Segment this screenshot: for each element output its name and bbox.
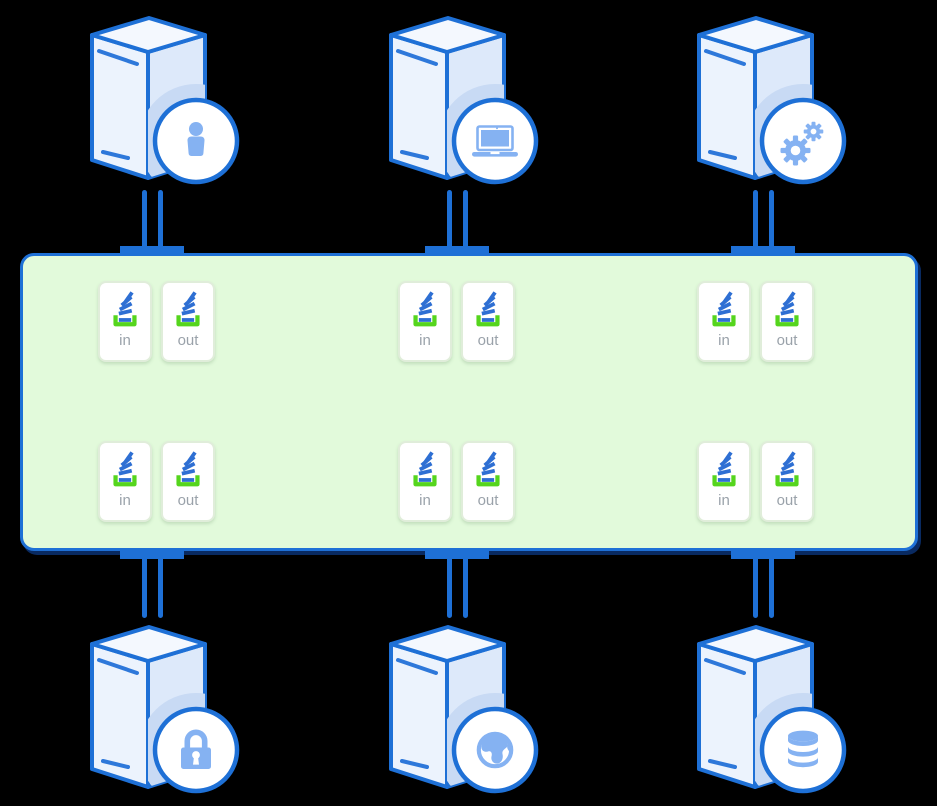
stack-icon (476, 291, 500, 327)
connector-line (769, 190, 774, 248)
queue-group-top-left: in out (98, 281, 215, 362)
database-icon (788, 730, 818, 768)
queue-group-bottom-left: in out (98, 441, 215, 522)
connector-line (158, 190, 163, 248)
queue-card-out: out (161, 281, 215, 362)
connector-line (753, 190, 758, 248)
connector-line (142, 190, 147, 248)
queue-card-label: out (177, 332, 199, 349)
stack-icon (113, 451, 137, 487)
queue-card-in: in (98, 281, 152, 362)
queue-card-out: out (461, 441, 515, 522)
user-icon (187, 122, 205, 156)
stack-icon (775, 291, 799, 327)
bus-tap-top-right (731, 246, 795, 256)
stack-icon (712, 291, 736, 327)
queue-card-label: in (718, 332, 730, 349)
gears-icon (780, 121, 824, 166)
stack-icon (712, 451, 736, 487)
stack-icon (476, 451, 500, 487)
queue-group-bottom-right: in out (697, 441, 814, 522)
badge-circle (759, 706, 847, 794)
queue-card-out: out (760, 281, 814, 362)
laptop-icon (472, 125, 518, 157)
server-top-left (90, 16, 240, 185)
connector-line (158, 558, 163, 618)
queue-card-label: in (718, 492, 730, 509)
bus-tap-top-center (425, 246, 489, 256)
queue-card-out: out (461, 281, 515, 362)
queue-card-label: out (477, 332, 499, 349)
queue-card-out: out (161, 441, 215, 522)
queue-card-label: out (776, 332, 798, 349)
queue-group-bottom-center: in out (398, 441, 515, 522)
bus-tap-bottom-center (425, 549, 489, 559)
connector-line (753, 558, 758, 618)
server-bottom-right (697, 625, 847, 794)
server-top-center (389, 16, 539, 185)
globe-icon (476, 731, 514, 769)
connector-line (463, 190, 468, 248)
queue-card-label: out (177, 492, 199, 509)
queue-card-in: in (697, 281, 751, 362)
queue-card-label: in (419, 492, 431, 509)
queue-card-in: in (398, 441, 452, 522)
queue-group-top-center: in out (398, 281, 515, 362)
queue-group-top-right: in out (697, 281, 814, 362)
server-bottom-left (90, 625, 240, 794)
connector-line (142, 558, 147, 618)
queue-card-in: in (98, 441, 152, 522)
server-top-right (697, 16, 847, 185)
connector-line (769, 558, 774, 618)
queue-card-in: in (697, 441, 751, 522)
stack-icon (413, 451, 437, 487)
queue-card-label: out (477, 492, 499, 509)
connector-line (447, 190, 452, 248)
stack-icon (176, 451, 200, 487)
stack-icon (113, 291, 137, 327)
connector-line (463, 558, 468, 618)
queue-card-out: out (760, 441, 814, 522)
stack-icon (176, 291, 200, 327)
queue-card-label: out (776, 492, 798, 509)
bus-tap-bottom-right (731, 549, 795, 559)
queue-card-label: in (119, 492, 131, 509)
bus-tap-bottom-left (120, 549, 184, 559)
connector-line (447, 558, 452, 618)
queue-card-label: in (119, 332, 131, 349)
queue-card-label: in (419, 332, 431, 349)
server-bottom-center (389, 625, 539, 794)
stack-icon (775, 451, 799, 487)
lock-icon (181, 729, 211, 769)
stack-icon (413, 291, 437, 327)
queue-card-in: in (398, 281, 452, 362)
bus-tap-top-left (120, 246, 184, 256)
